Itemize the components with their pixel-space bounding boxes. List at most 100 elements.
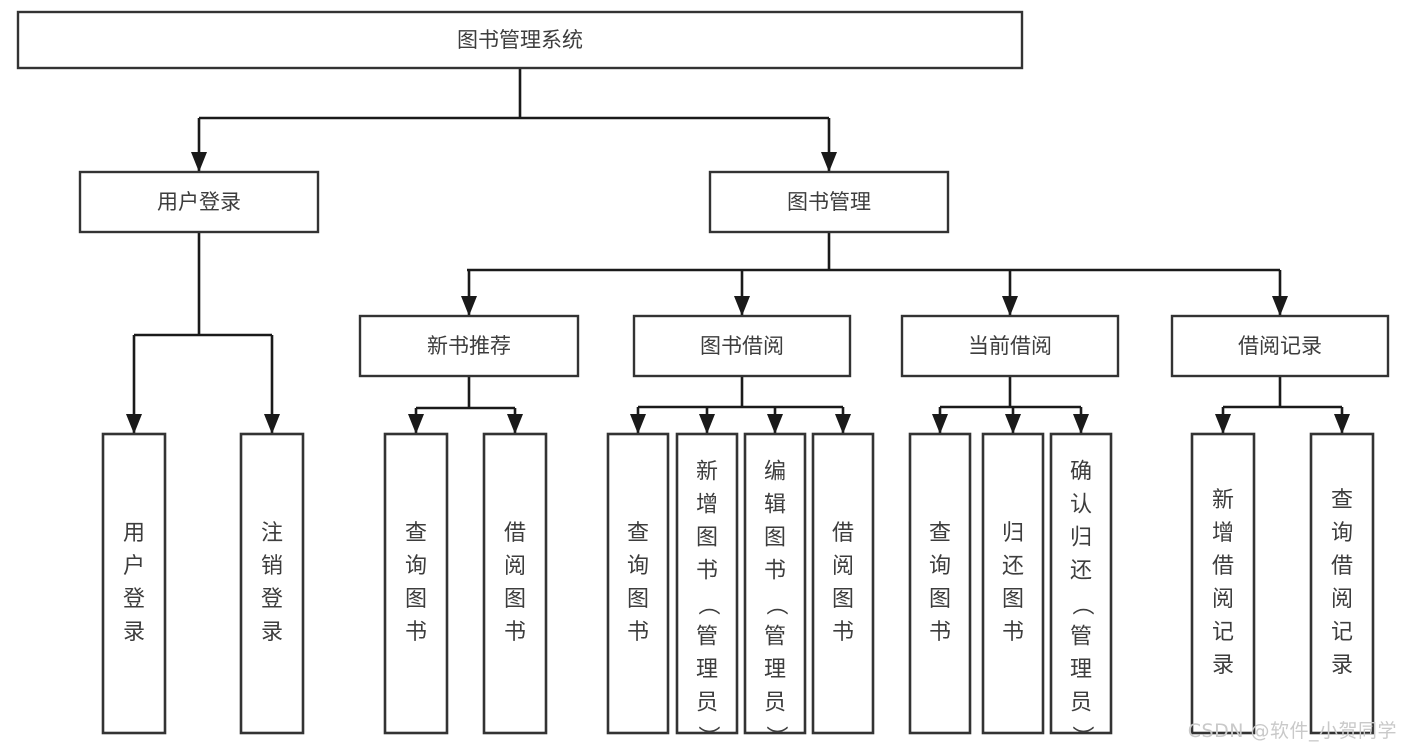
arrow-down-icon (734, 296, 750, 316)
csdn-watermark: CSDN @软件_小贺同学 (1187, 720, 1397, 742)
leaf-char: 书 (405, 620, 427, 645)
arrow-down-icon (1215, 414, 1231, 434)
node-box-user-login[interactable] (78, 170, 320, 234)
node-label-root: 图书管理系统 (457, 28, 583, 52)
leaf-char: 询 (405, 554, 427, 579)
leaf-char: 图 (832, 587, 854, 612)
node-box-root[interactable] (16, 10, 1024, 70)
node-label-book-manage: 图书管理 (787, 190, 871, 214)
connector-bus-new-book-recommend (416, 376, 515, 410)
arrow-down-icon (932, 414, 948, 434)
leaf-char: 借 (1331, 554, 1353, 579)
node-book-borrow[interactable]: 图书借阅 (632, 314, 852, 378)
leaf-char: 管 (696, 625, 718, 650)
node-box-current-borrow[interactable] (900, 314, 1120, 378)
arrow-down-icon (461, 296, 477, 316)
leaf-char: 询 (929, 554, 951, 579)
node-label-current-borrow: 当前借阅 (968, 334, 1052, 358)
arrow-down-icon (835, 414, 851, 434)
leaf-char: 归 (1002, 521, 1024, 546)
leaf-char: 记 (1212, 620, 1234, 645)
leaf-char: 销 (261, 554, 283, 579)
leaf-char: 查 (1331, 488, 1353, 513)
connector-bus-borrow-record (1223, 376, 1342, 409)
node-box-leaf-user-login[interactable] (101, 432, 167, 735)
leaf-char: （ (1069, 593, 1094, 615)
node-box-leaf-add-borrow-record[interactable] (1190, 432, 1256, 735)
node-box-leaf-borrow-book-rec[interactable] (482, 432, 548, 735)
node-box-leaf-query-book-rec[interactable] (383, 432, 449, 735)
leaf-char: 书 (504, 620, 526, 645)
leaf-char: 录 (123, 620, 145, 645)
leaf-char: 书 (832, 620, 854, 645)
leaf-char: 还 (1002, 554, 1024, 579)
node-box-leaf-query-book-current[interactable] (908, 432, 972, 735)
node-box-book-manage[interactable] (708, 170, 950, 234)
node-user-login[interactable]: 用户登录 (78, 170, 320, 234)
connector-bus-book-borrow (638, 376, 843, 409)
leaf-char: 图 (504, 587, 526, 612)
node-box-leaf-add-book-admin[interactable] (675, 432, 739, 735)
arrow-down-icon (821, 152, 837, 172)
node-box-leaf-borrow-book[interactable] (811, 432, 875, 735)
node-current-borrow[interactable]: 当前借阅 (900, 314, 1120, 378)
node-new-book-recommend[interactable]: 新书推荐 (358, 314, 580, 378)
node-label-borrow-record: 借阅记录 (1238, 334, 1322, 358)
leaf-char: 书 (764, 559, 786, 584)
leaf-char: 图 (1002, 587, 1024, 612)
node-box-borrow-record[interactable] (1170, 314, 1390, 378)
node-box-leaf-confirm-return-admin[interactable] (1049, 432, 1113, 735)
node-borrow-record[interactable]: 借阅记录 (1170, 314, 1390, 378)
connector-bus-root (199, 68, 829, 120)
leaf-char: 书 (929, 620, 951, 645)
arrow-down-icon (630, 414, 646, 434)
node-leaf-user-login[interactable]: 用户登录 (101, 432, 167, 735)
node-box-leaf-return-book[interactable] (981, 432, 1045, 735)
node-box-leaf-user-logout[interactable] (239, 432, 305, 735)
leaf-char: 阅 (1331, 587, 1353, 612)
node-box-leaf-edit-book-admin[interactable] (743, 432, 807, 735)
leaf-char: 认 (1070, 493, 1092, 518)
node-box-new-book-recommend[interactable] (358, 314, 580, 378)
leaf-char: 增 (696, 493, 718, 518)
node-label-user-login: 用户登录 (157, 190, 241, 214)
node-box-leaf-query-borrow-record[interactable] (1309, 432, 1375, 735)
leaf-char: 归 (1070, 526, 1092, 551)
node-book-manage[interactable]: 图书管理 (708, 170, 950, 234)
leaf-char: 查 (929, 521, 951, 546)
leaf-char: ） (1069, 725, 1094, 747)
leaf-char: 查 (627, 521, 649, 546)
node-box-leaf-query-book-borrow[interactable] (606, 432, 670, 735)
leaf-char: 询 (627, 554, 649, 579)
connectors-layer (126, 68, 1350, 434)
node-box-book-borrow[interactable] (632, 314, 852, 378)
node-root[interactable]: 图书管理系统 (16, 10, 1024, 70)
leaf-char: 录 (261, 620, 283, 645)
arrow-down-icon (1005, 414, 1021, 434)
leaf-char: 理 (696, 658, 718, 683)
arrow-down-icon (264, 414, 280, 434)
leaf-char: 书 (1002, 620, 1024, 645)
